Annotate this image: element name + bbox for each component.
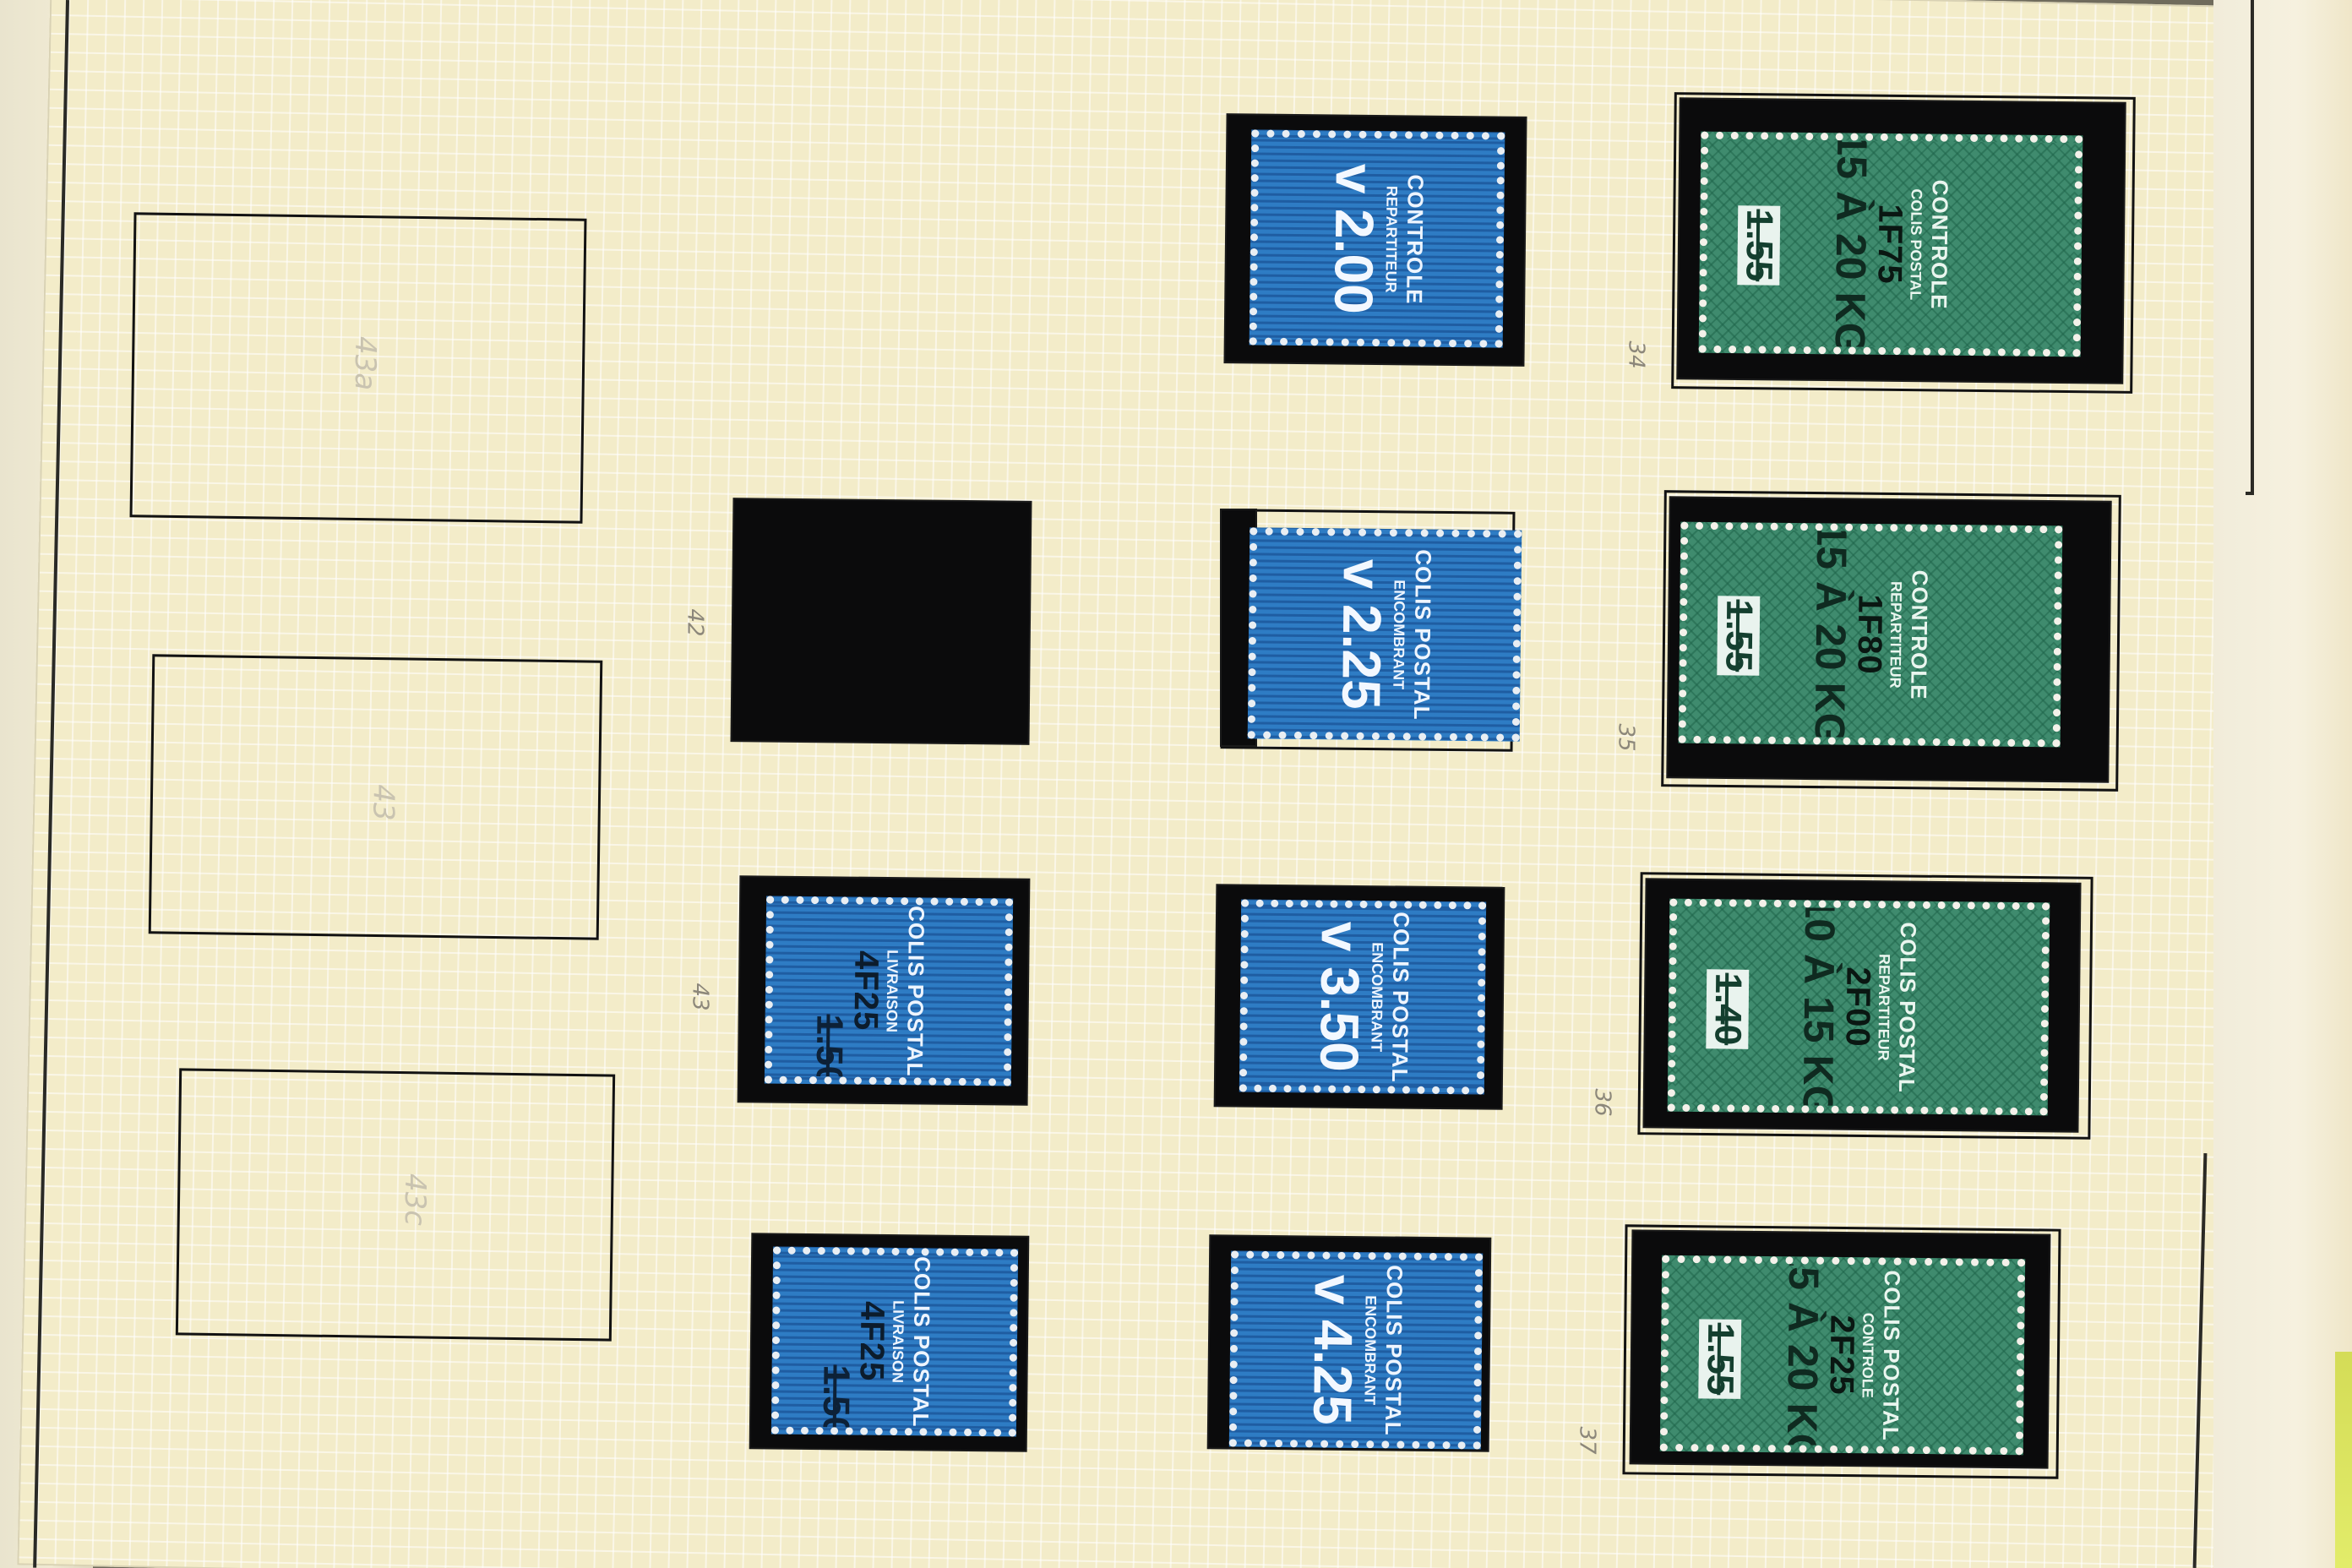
stamp-text-top: COLIS POSTAL (1877, 1270, 1906, 1441)
stamp-value: 15 À 20 KG (1778, 1255, 1828, 1456)
stamp-green-37: COLIS POSTAL CONTROLE 2F25 15 À 20 KG 1.… (1659, 1255, 2026, 1456)
stamp-overprint-value: 2F25 (1822, 1315, 1861, 1396)
right-page-margin (2213, 0, 2352, 1568)
empty-black-mount-42 (732, 499, 1031, 743)
stamp-green-36: COLIS POSTAL REPARTITEUR 2F00 10 À 15 KG… (1667, 898, 2050, 1116)
stamp-text-mid: REPARTITEUR (1886, 580, 1905, 689)
stamp-text-top: COLIS POSTAL (907, 1256, 936, 1428)
stamp-overprint-value: 1F75 (1870, 204, 1909, 285)
stamp-text-mid: COLIS POSTAL (1907, 188, 1925, 301)
stamp-old-value: 1.40 (1706, 969, 1750, 1049)
stamp-text-top: CONTROLE (1906, 569, 1933, 700)
stamp-text-mid: REPARTITEUR (1875, 953, 1893, 1061)
stamp-overprint-value: 4F25 (852, 1300, 891, 1382)
position-number-35: 35 (1613, 723, 1639, 752)
stamp-blue-43b: COLIS POSTAL LIVRAISON 4F25 1.50 (770, 1246, 1019, 1437)
stamp-text-top: COLIS POSTAL (1380, 1265, 1408, 1436)
stamp-text-top: COLIS POSTAL (1408, 549, 1437, 721)
yellow-page-edge (2335, 1352, 2352, 1568)
stamp-green-34: CONTROLE COLIS POSTAL 1F75 15 À 20 KG 1.… (1698, 131, 2083, 357)
stamp-text-top: COLIS POSTAL (1893, 922, 1922, 1093)
stamp-value: v 2.25 (1331, 558, 1393, 710)
right-border-tick (2246, 492, 2254, 495)
empty-space-label-43a: 43a (348, 335, 383, 391)
stamp-old-value: 1.55 (1698, 1319, 1742, 1399)
stamp-green-35: CONTROLE REPARTITEUR 1F80 15 À 20 KG 1.5… (1678, 521, 2063, 748)
stamp-text-top: CONTROLE (1926, 179, 1953, 310)
position-number-42: 42 (682, 608, 708, 637)
stamp-overprint-value: 2F00 (1838, 966, 1877, 1048)
stamp-value: 15 À 20 KG (1805, 522, 1856, 746)
stamp-text-mid: CONTROLE (1859, 1312, 1877, 1398)
stamp-text-top: CONTROLE (1402, 173, 1429, 305)
position-number-43: 43 (687, 983, 713, 1011)
stamp-value: 15 À 20 KG (1826, 132, 1876, 356)
stamp-blue-43: COLIS POSTAL LIVRAISON 4F25 1.50 (764, 896, 1014, 1086)
stamp-overprint-value: 1F80 (1850, 594, 1889, 675)
empty-space-label-43c: 43c (397, 1173, 432, 1226)
stamp-old-value: 1.50 (814, 1364, 858, 1437)
stamp-value: v 4.25 (1302, 1274, 1364, 1426)
stamp-old-value: 1.50 (808, 1014, 851, 1086)
stamp-old-value: 1.55 (1717, 596, 1761, 676)
right-border-line-top (2251, 0, 2254, 494)
stamp-text-top: COLIS POSTAL (1386, 912, 1415, 1083)
position-number-34: 34 (1623, 340, 1649, 369)
empty-space-43c (175, 1068, 616, 1342)
position-number-37: 37 (1574, 1426, 1600, 1455)
stamp-blue-4: COLIS POSTAL ENCOMBRANT v 4.25 (1228, 1250, 1484, 1450)
stamp-old-value: 1.55 (1737, 205, 1781, 286)
stamp-value: v 3.50 (1309, 921, 1371, 1073)
empty-space-label-43: 43 (366, 784, 400, 821)
stamp-blue-2: COLIS POSTAL ENCOMBRANT v 2.25 (1247, 527, 1522, 742)
stamp-blue-1: CONTROLE REPARTITEUR v 2.00 (1249, 129, 1505, 348)
stamp-text-top: COLIS POSTAL (901, 906, 930, 1077)
stamp-value: 10 À 15 KG (1794, 898, 1844, 1116)
stamp-text-mid: LIVRAISON (883, 949, 901, 1033)
stamp-value: v 2.00 (1323, 162, 1386, 314)
stamp-overprint-value: 4F25 (847, 950, 885, 1032)
stamp-text-mid: LIVRAISON (889, 1299, 907, 1384)
position-number-36: 36 (1589, 1088, 1615, 1117)
stamp-blue-3: COLIS POSTAL ENCOMBRANT v 3.50 (1239, 899, 1487, 1095)
